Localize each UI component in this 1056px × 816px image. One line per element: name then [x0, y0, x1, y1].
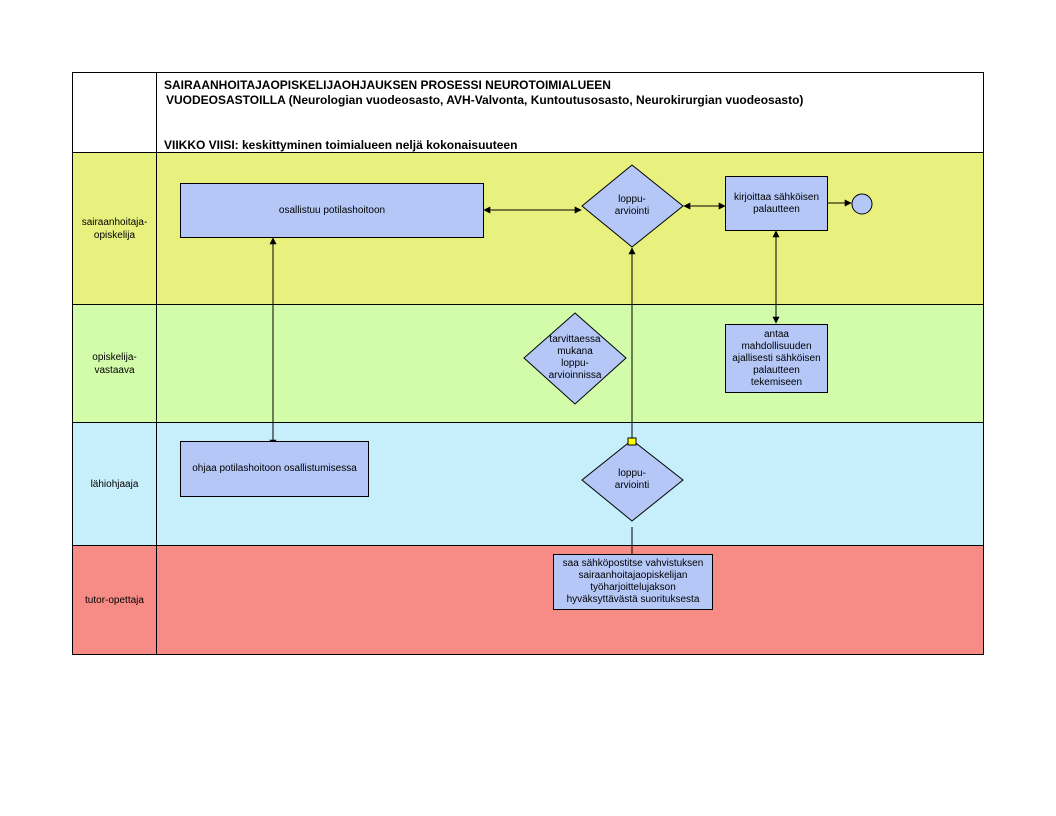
task-enable-feedback: antaa mahdollisuuden ajallisesti sähköis…	[725, 324, 828, 393]
task-participate-text: osallistuu potilashoitoon	[278, 204, 386, 216]
diamond-present-if-needed	[523, 312, 627, 405]
diamond-final-eval-student-label: loppu- arviointi	[592, 190, 672, 222]
lane-label-tutor: tutor-opettaja	[72, 545, 157, 655]
task-email-confirmation: saa sähköpostitse vahvistuksen sairaanho…	[553, 554, 713, 610]
diamond-final-eval-student	[581, 164, 684, 248]
final-eval-supervisor-text: loppu- arviointi	[614, 468, 650, 491]
present-if-needed-text: tarvittaessa mukana loppu- arvioinnissa	[548, 334, 602, 381]
task-guide: ohjaa potilashoitoon osallistumisessa	[180, 441, 369, 497]
task-guide-text: ohjaa potilashoitoon osallistumisessa	[192, 463, 357, 474]
task-participate: osallistuu potilashoitoon	[180, 183, 484, 238]
lane-label-tutor-text: tutor-opettaja	[85, 594, 144, 606]
task-write-feedback: kirjoittaa sähköisen palautteen	[725, 176, 828, 231]
task-write-feedback-text: kirjoittaa sähköisen palautteen	[733, 191, 820, 215]
diagram-title-line1: SAIRAANHOITAJAOPISKELIJAOHJAUKSEN PROSES…	[164, 78, 611, 92]
task-email-confirmation-text: saa sähköpostitse vahvistuksen sairaanho…	[562, 558, 704, 605]
lane-label-coordinator: opiskelija- vastaava	[72, 304, 157, 423]
diamond-present-if-needed-label: tarvittaessa mukana loppu- arvioinnissa	[532, 330, 618, 386]
diamond-final-eval-supervisor-label: loppu- arviointi	[592, 464, 672, 496]
lane-label-student-text: sairaanhoitaja- opiskelija	[81, 216, 148, 241]
final-eval-student-text: loppu- arviointi	[614, 194, 650, 217]
lane-label-supervisor-text: lähiohjaaja	[90, 478, 139, 490]
lane-label-supervisor: lähiohjaaja	[72, 422, 157, 546]
week-heading: VIIKKO VIISI: keskittyminen toimialueen …	[164, 138, 518, 152]
header-left-cell	[72, 72, 157, 153]
diagram-title-line2: VUODEOSASTOILLA (Neurologian vuodeosasto…	[166, 93, 804, 107]
lane-label-coordinator-text: opiskelija- vastaava	[92, 351, 137, 376]
connector-point-marker	[627, 437, 637, 446]
end-event-circle	[851, 193, 873, 215]
task-enable-feedback-text: antaa mahdollisuuden ajallisesti sähköis…	[732, 328, 821, 388]
diamond-final-eval-supervisor	[581, 439, 684, 522]
header-title-cell	[156, 72, 984, 153]
